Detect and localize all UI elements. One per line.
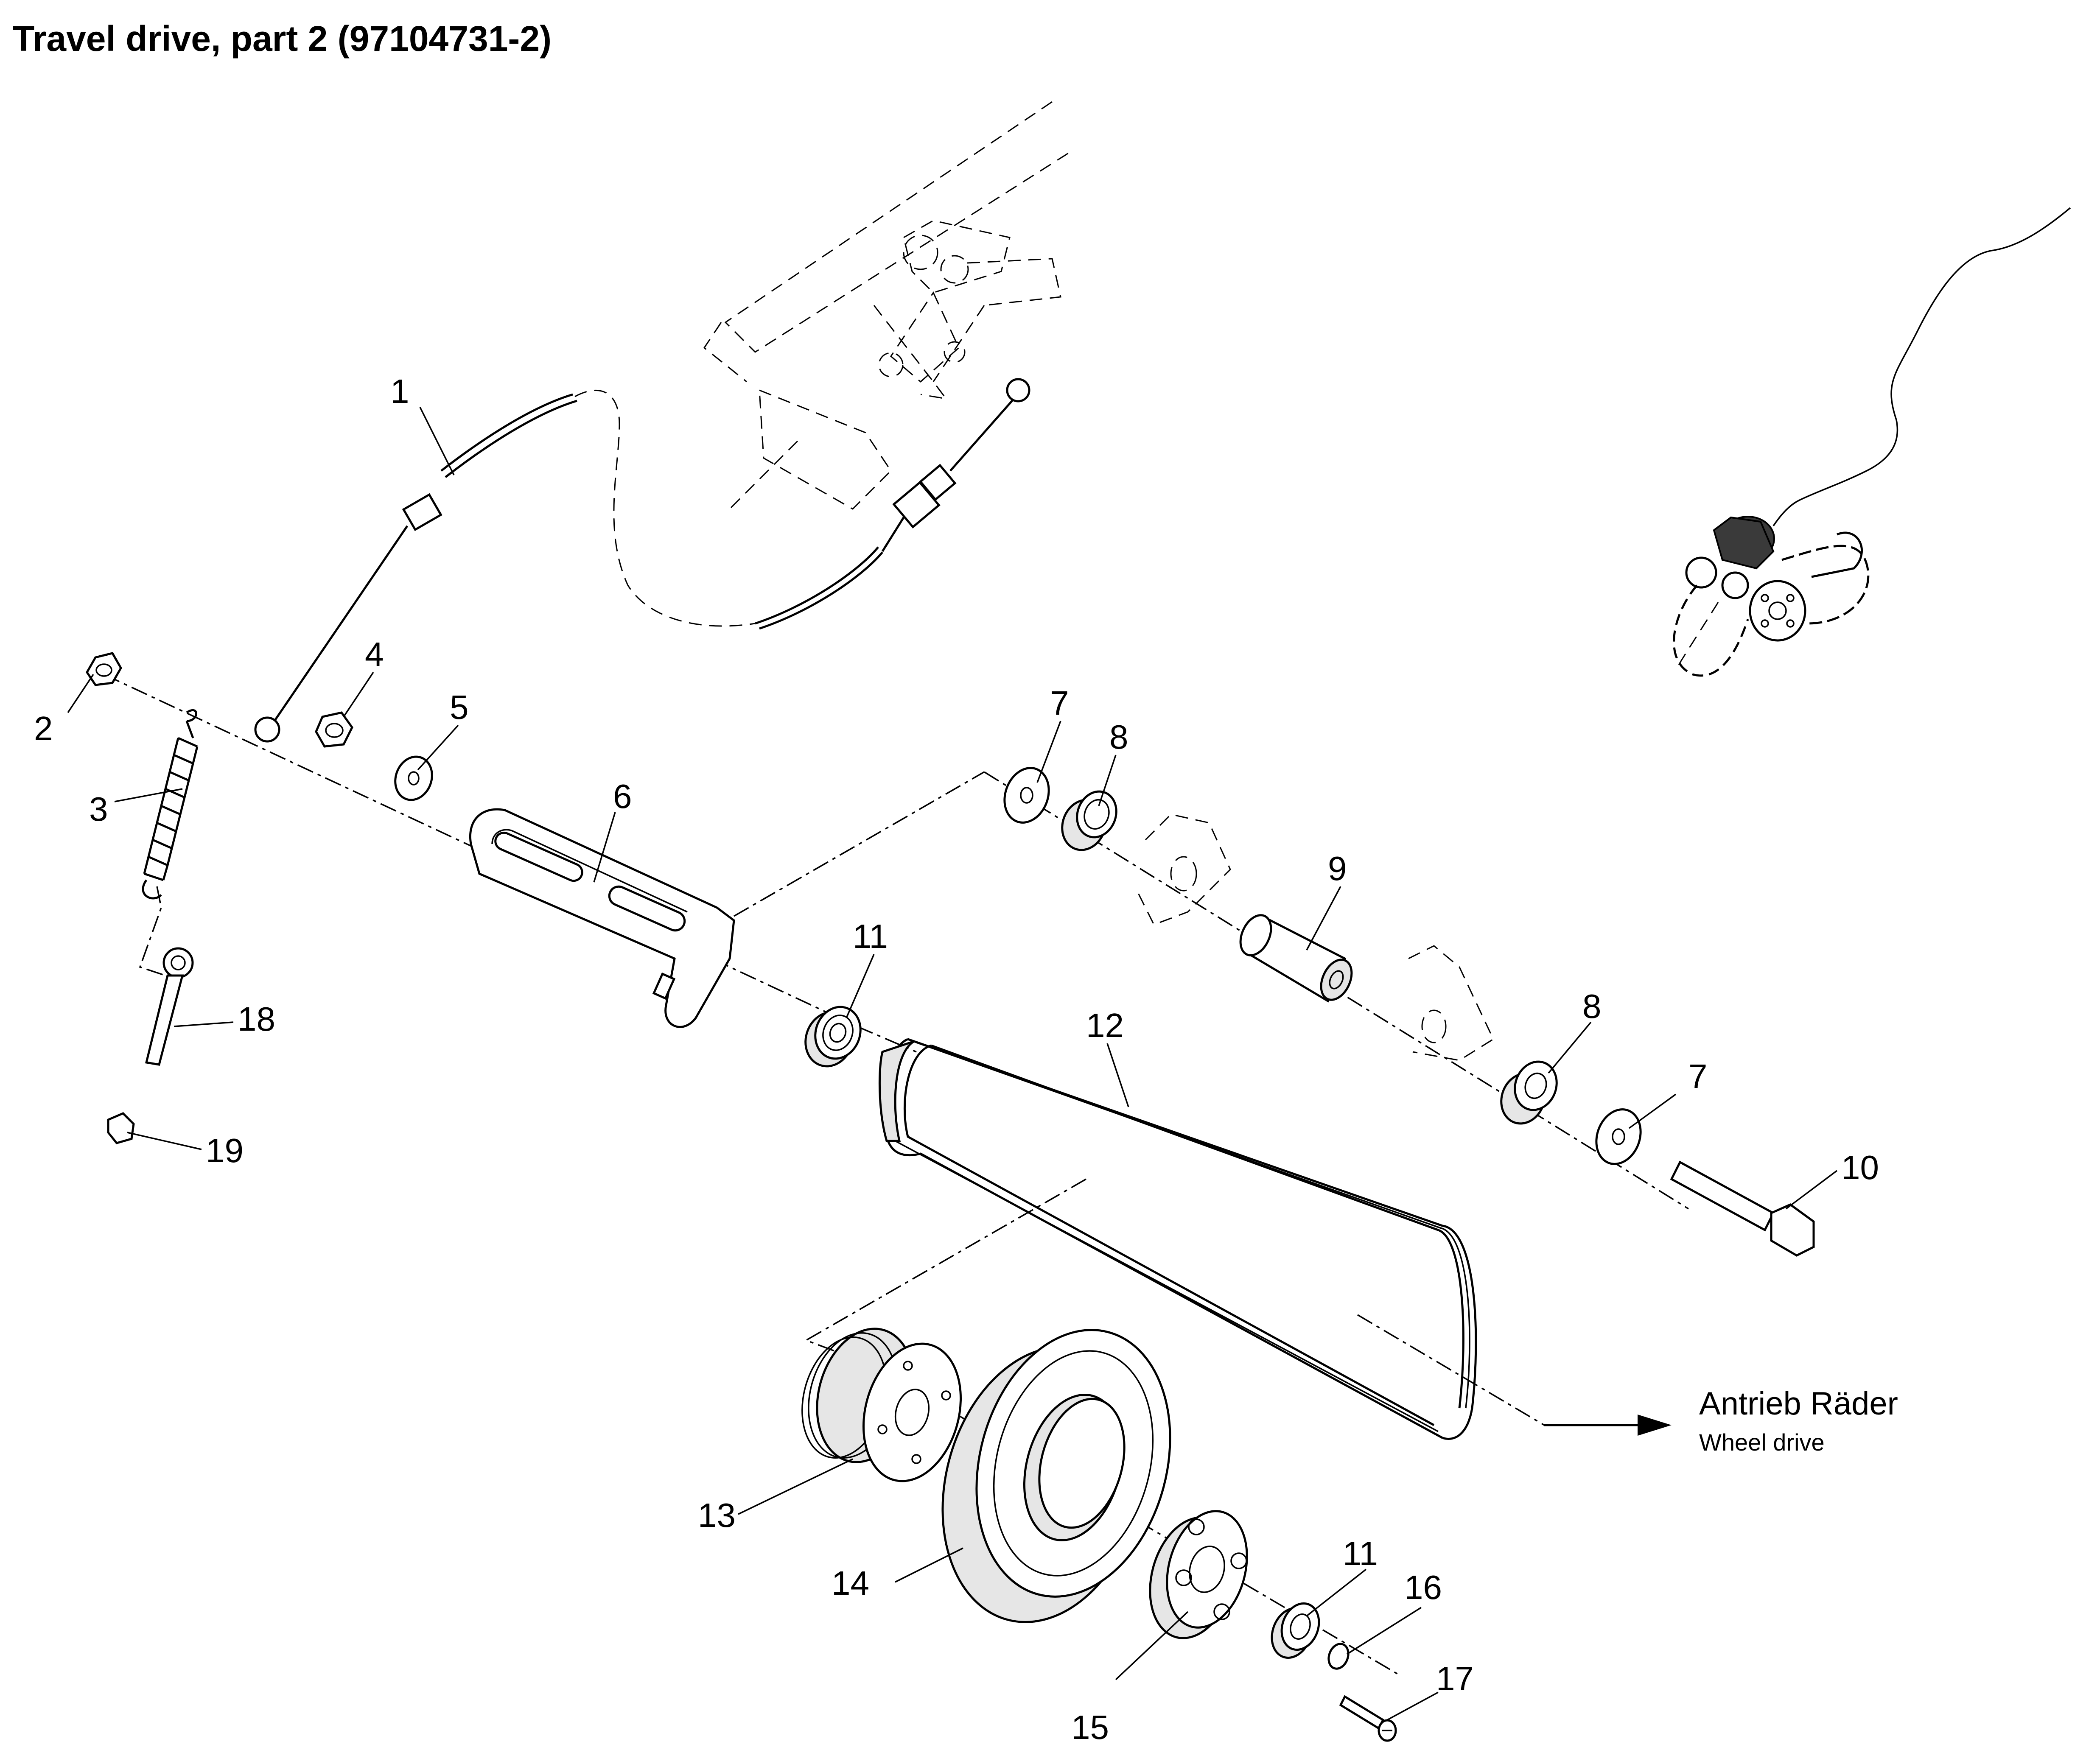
phantom-brackets <box>1136 814 1494 1061</box>
callout-2: 2 <box>34 710 53 747</box>
callout-19: 19 <box>206 1132 244 1169</box>
part-13-pulley <box>801 1328 962 1482</box>
callout-13: 13 <box>698 1496 736 1534</box>
part-11-bearing-upper <box>804 1006 862 1068</box>
callout-17: 17 <box>1436 1660 1474 1697</box>
callout-9: 9 <box>1328 850 1347 887</box>
part-14-drum <box>941 1329 1171 1623</box>
part-8-bushing-lower <box>1500 1060 1558 1125</box>
callout-12: 12 <box>1086 1006 1124 1044</box>
part-3-spring <box>142 709 199 900</box>
callout-5: 5 <box>450 688 469 726</box>
part-7-washer-lower <box>1595 1108 1642 1165</box>
axis-wheel-drive <box>1357 1314 1633 1426</box>
callout-6: 6 <box>613 777 632 815</box>
phantom-handle-frame <box>703 101 1070 510</box>
callout-8-lower: 8 <box>1582 987 1602 1025</box>
callout-7-upper: 7 <box>1050 684 1069 722</box>
part-12-belt <box>878 1038 1477 1440</box>
part-15-hub <box>1149 1510 1248 1639</box>
callout-8-upper: 8 <box>1109 718 1128 756</box>
part-5-washer <box>394 755 433 801</box>
callout-14: 14 <box>832 1564 869 1602</box>
callout-7-lower: 7 <box>1688 1057 1708 1095</box>
callout-15: 15 <box>1071 1708 1109 1746</box>
axis-main <box>104 674 857 1027</box>
callout-18: 18 <box>238 1000 275 1038</box>
arrow-head <box>1638 1415 1672 1436</box>
part-10-bolt <box>1670 1160 1815 1257</box>
part-8-bushing-upper <box>1061 790 1117 851</box>
part-6-bracket <box>469 808 735 1028</box>
callout-1: 1 <box>390 372 409 410</box>
part-9-sleeve <box>1239 914 1353 1003</box>
axis-bolt-2 <box>984 771 1689 1210</box>
callout-11-upper: 11 <box>853 917 888 955</box>
callout-10: 10 <box>1841 1149 1879 1186</box>
callout-16: 16 <box>1404 1568 1442 1606</box>
part-4-nut <box>315 711 353 748</box>
assembly-overview-inset <box>1673 207 2071 677</box>
part-16-circlip <box>1327 1643 1350 1670</box>
callouts: 1 2 3 4 5 6 7 8 9 11 12 8 7 10 18 19 13 … <box>34 372 1879 1746</box>
part-11-bearing-lower <box>1271 1602 1320 1659</box>
note-antrieb-raeder: Antrieb Räder <box>1699 1386 1898 1422</box>
part-17-screw <box>1339 1695 1397 1742</box>
callout-3: 3 <box>89 790 108 828</box>
cable-1 <box>254 378 1030 743</box>
axis-bolt <box>734 771 985 917</box>
note-wheel-drive: Wheel drive <box>1699 1429 1825 1456</box>
part-19-nut <box>107 1112 135 1144</box>
axis-spring <box>139 886 166 976</box>
callout-11-lower: 11 <box>1343 1535 1378 1572</box>
part-2-nut <box>86 652 122 686</box>
part-18-eye-bolt <box>145 947 194 1066</box>
part-7-washer-upper <box>1003 767 1050 824</box>
diagram-title: Travel drive, part 2 (97104731-2) <box>13 19 552 59</box>
leader-lines <box>67 407 1838 1721</box>
callout-4: 4 <box>365 635 384 673</box>
